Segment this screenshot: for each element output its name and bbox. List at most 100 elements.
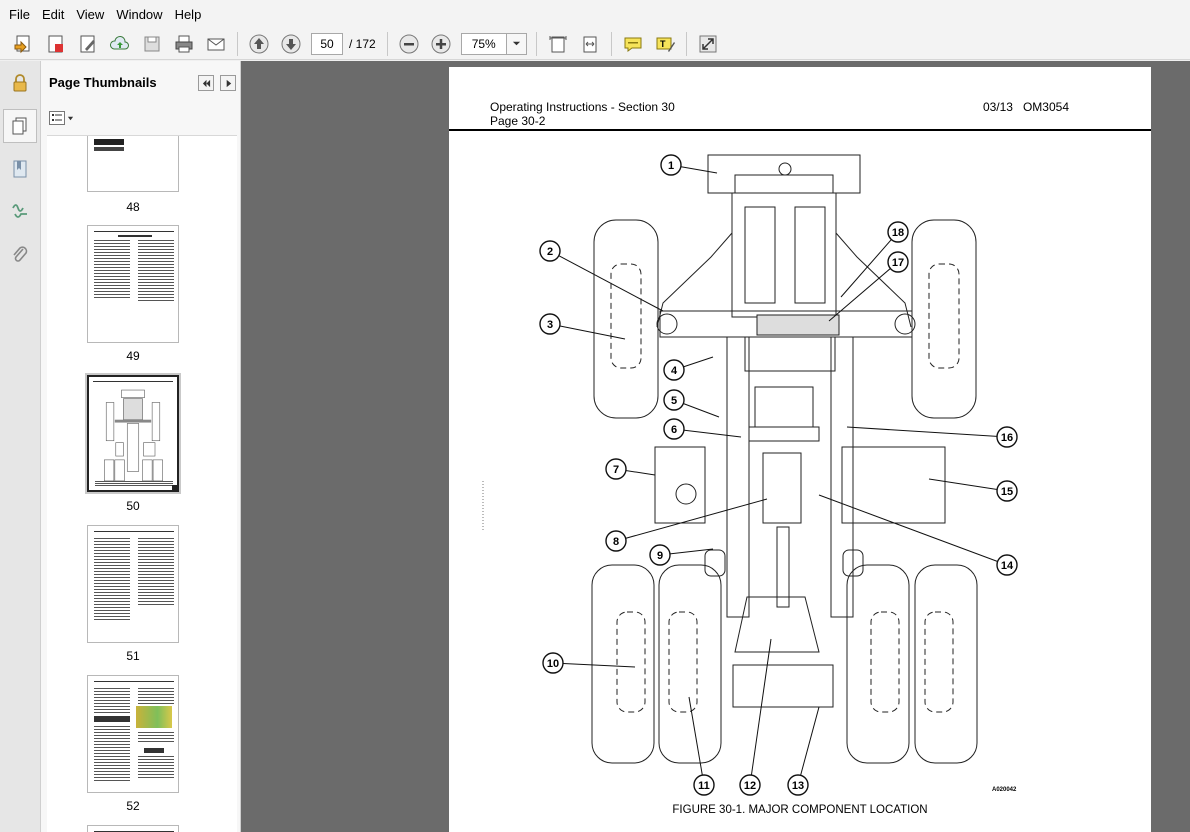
page-thumbnails-tab[interactable]	[3, 109, 37, 143]
menu-bar: File Edit View Window Help	[0, 0, 1190, 28]
separator	[237, 31, 238, 56]
thumbnail-label: 51	[126, 649, 140, 663]
comment-icon	[624, 37, 642, 52]
arrow-up-icon	[249, 34, 269, 53]
top-frame	[707, 154, 861, 194]
page-header-left: Operating Instructions - Section 30 Page…	[490, 100, 675, 128]
callout-circle	[996, 480, 1018, 502]
callout-leader	[552, 662, 636, 668]
left-front-strut	[656, 232, 733, 328]
fit-page-icon	[549, 35, 567, 52]
crossmember	[748, 426, 820, 442]
thumbnail-page-50[interactable]	[87, 375, 179, 492]
upload-button[interactable]	[107, 31, 133, 57]
security-button[interactable]	[6, 69, 34, 97]
figure-caption: FIGURE 30-1. MAJOR COMPONENT LOCATION	[672, 804, 928, 816]
rear-inner-right-tread	[870, 611, 900, 713]
engine-block	[731, 192, 837, 318]
right-front-strut	[835, 232, 912, 328]
chevron-down-icon	[67, 116, 74, 120]
bookmarks-tab[interactable]	[6, 155, 34, 183]
rear-inner-left-tire	[658, 564, 722, 764]
thumbnail-label: 52	[126, 799, 140, 813]
callout-number: 17	[892, 257, 904, 269]
callout-circle	[663, 418, 685, 440]
rear-outer-left-tire	[591, 564, 655, 764]
signatures-tab[interactable]	[6, 197, 34, 225]
fit-width-button[interactable]	[577, 31, 603, 57]
open-button[interactable]	[11, 31, 37, 57]
callout-circle	[649, 544, 671, 566]
callout-circle	[539, 313, 561, 335]
callout-number: 16	[1001, 432, 1013, 444]
callout-circle	[542, 652, 564, 674]
signature-icon	[12, 204, 27, 218]
menu-edit[interactable]: Edit	[41, 6, 65, 22]
menu-window[interactable]: Window	[116, 6, 163, 22]
thumbnail-page-53[interactable]	[87, 825, 179, 832]
callout-leader	[797, 706, 820, 786]
callout-number: 12	[744, 780, 756, 792]
header-page: Page 30-2	[490, 114, 546, 128]
zoom-dropdown[interactable]	[506, 32, 527, 55]
rear-outer-right-tread	[924, 611, 954, 713]
callout-circle	[663, 359, 685, 381]
zoom-in-button[interactable]	[428, 31, 454, 57]
right-tank	[841, 446, 946, 524]
left-frame-rail	[726, 336, 750, 618]
save-button[interactable]	[139, 31, 165, 57]
engine-right	[794, 206, 826, 304]
front-left-tire	[593, 219, 659, 419]
thumbnail-view-marker	[172, 485, 177, 490]
callout-leader	[615, 498, 768, 542]
panel-splitter[interactable]	[482, 481, 486, 531]
callout-leader	[688, 696, 705, 786]
menu-view[interactable]: View	[76, 6, 105, 22]
email-button[interactable]	[203, 31, 229, 57]
fit-width-icon	[583, 36, 597, 52]
open-icon	[14, 35, 30, 53]
previous-page-button[interactable]	[246, 31, 272, 57]
thumbnail-page-51[interactable]	[87, 525, 179, 643]
fit-page-button[interactable]	[545, 31, 571, 57]
double-chevron-left-icon	[202, 79, 210, 87]
attachments-tab[interactable]	[6, 241, 34, 269]
callout-number: 2	[547, 246, 553, 258]
document-viewer[interactable]: Operating Instructions - Section 30 Page…	[241, 61, 1190, 832]
callout-number: 9	[657, 550, 663, 562]
full-screen-button[interactable]	[695, 31, 721, 57]
comment-button[interactable]	[620, 31, 646, 57]
callout-circle	[739, 774, 761, 796]
separator	[535, 31, 537, 56]
options-icon	[49, 111, 65, 125]
page-number-input[interactable]: 50	[311, 32, 343, 55]
menu-help[interactable]: Help	[174, 6, 202, 22]
edit-button[interactable]	[75, 31, 101, 57]
expand-icon	[699, 35, 717, 52]
print-button[interactable]	[171, 31, 197, 57]
collapse-panel-button[interactable]	[198, 75, 214, 91]
rear-axle	[732, 664, 834, 708]
navigation-rail	[0, 61, 41, 832]
hydraulic-block	[754, 386, 814, 428]
header-rule	[449, 129, 1151, 131]
thumbnail-diagram-preview	[104, 389, 163, 482]
highlight-button[interactable]: T	[652, 31, 678, 57]
thumbnail-options-button[interactable]	[49, 109, 77, 127]
figure-id: A020042	[992, 787, 1017, 793]
next-page-button[interactable]	[278, 31, 304, 57]
thumbnail-page-52[interactable]	[87, 675, 179, 793]
zoom-out-button[interactable]	[396, 31, 422, 57]
thumbnail-page-48[interactable]	[87, 136, 179, 192]
create-pdf-button[interactable]	[43, 31, 69, 57]
callout-number: 10	[547, 658, 559, 670]
callout-circle	[887, 221, 909, 243]
bookmark-icon	[13, 160, 27, 178]
callout-leader	[749, 638, 772, 786]
zoom-level-input[interactable]: 75%	[460, 32, 507, 55]
thumbnail-page-49[interactable]	[87, 225, 179, 343]
menu-file[interactable]: File	[9, 6, 30, 22]
left-tank-cap	[675, 483, 697, 505]
expand-panel-button[interactable]	[220, 75, 236, 91]
